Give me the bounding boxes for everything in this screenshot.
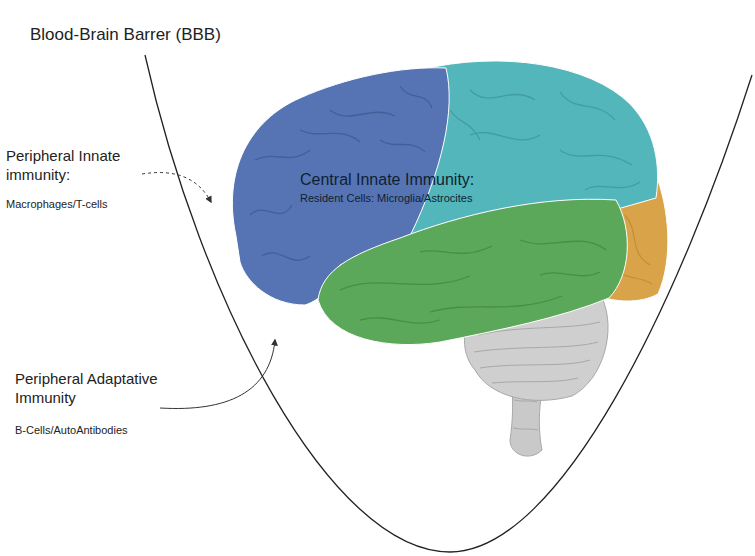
parietal-gyri [450, 90, 640, 190]
leader-arrow [160, 340, 275, 408]
cell-list: Macrophages/T-cells [6, 198, 166, 212]
title: Blood-Brain Barrer (BBB) [30, 24, 221, 45]
temporal-gyri [340, 240, 606, 323]
leader-arrow [142, 173, 211, 202]
region-heading: Central Innate Immunity: [300, 170, 560, 190]
temporal-lobe [318, 199, 627, 344]
region-heading: Peripheral Adaptative Immunity [15, 370, 175, 408]
cell-list: Resident Cells: Microglia/Astrocites [300, 192, 560, 206]
region-heading: Peripheral Innate immunity: [6, 147, 148, 185]
barrier-curve [145, 55, 752, 552]
cell-list: B-Cells/AutoAntibodies [15, 424, 185, 438]
